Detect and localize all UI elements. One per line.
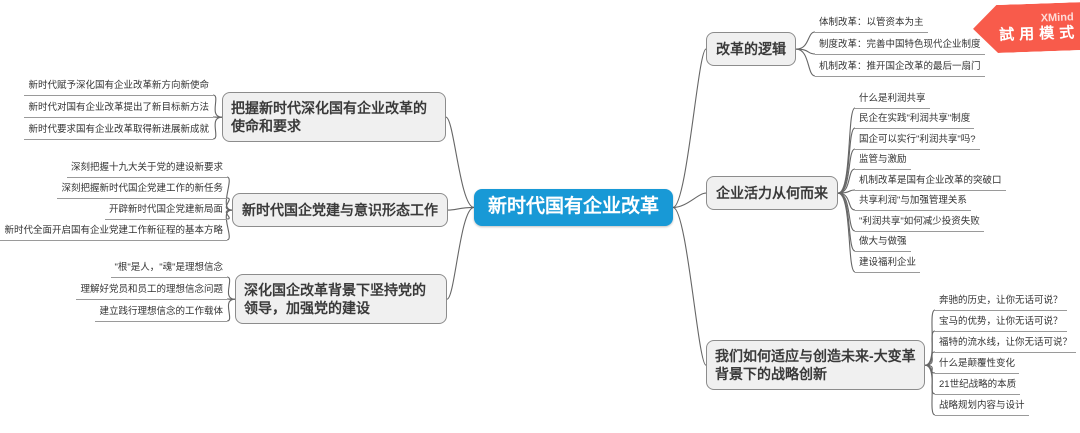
right-branch-1-item-2[interactable]: 制度改革：完善中国特色现代企业制度 xyxy=(815,38,985,55)
right-branch-2-item-5[interactable]: 机制改革是国有企业改革的突破口 xyxy=(855,174,1006,191)
right-branch-2-item-7[interactable]: "利润共享"如何减少投资失败 xyxy=(855,215,984,232)
central-topic[interactable]: 新时代国有企业改革 xyxy=(474,189,674,226)
right-branch-2-item-9[interactable]: 建设福利企业 xyxy=(855,256,921,273)
right-branch-3-item-4[interactable]: 什么是颠覆性变化 xyxy=(935,357,1020,374)
right-branch-1[interactable]: 改革的逻辑 xyxy=(706,32,796,67)
left-branch-1-item-2[interactable]: 新时代对国有企业改革提出了新目标新方法 xyxy=(24,101,213,118)
left-branch-3-item-2[interactable]: 理解好党员和员工的理想信念问题 xyxy=(76,283,227,300)
left-branch-3-item-3[interactable]: 建立践行理想信念的工作载体 xyxy=(95,305,227,322)
right-branch-2[interactable]: 企业活力从何而来 xyxy=(706,176,838,211)
left-branch-2-item-1[interactable]: 深刻把握十九大关于党的建设新要求 xyxy=(66,161,227,178)
left-branch-2[interactable]: 新时代国企党建与意识形态工作 xyxy=(232,193,448,228)
right-branch-3-item-3[interactable]: 福特的流水线，让你无话可说？ xyxy=(935,336,1077,353)
left-branch-3[interactable]: 深化国企改革背景下坚持党的领导，加强党的建设 xyxy=(235,274,447,325)
right-branch-3-item-1[interactable]: 奔驰的历史，让你无话可说？ xyxy=(935,294,1067,311)
left-branch-1[interactable]: 把握新时代深化国有企业改革的使命和要求 xyxy=(222,92,446,143)
right-branch-2-item-1[interactable]: 什么是利润共享 xyxy=(855,92,930,109)
left-branch-2-item-4[interactable]: 新时代全面开启国有企业党建工作新征程的基本方略 xyxy=(0,224,227,241)
left-branch-2-item-2[interactable]: 深刻把握新时代国企党建工作的新任务 xyxy=(57,182,227,199)
right-branch-3-item-5[interactable]: 21世纪战略的本质 xyxy=(935,378,1021,395)
right-branch-2-item-8[interactable]: 做大与做强 xyxy=(855,235,911,252)
right-branch-3-item-6[interactable]: 战略规划内容与设计 xyxy=(935,399,1029,416)
right-branch-3-item-2[interactable]: 宝马的优势，让你无话可说？ xyxy=(935,315,1067,332)
right-branch-1-item-3[interactable]: 机制改革：推开国企改革的最后一扇门 xyxy=(815,60,985,77)
left-branch-1-item-1[interactable]: 新时代赋予深化国有企业改革新方向新使命 xyxy=(24,79,213,96)
left-branch-2-item-3[interactable]: 开辟新时代国企党建新局面 xyxy=(104,203,227,220)
right-branch-2-item-3[interactable]: 国企可以实行"利润共享"吗? xyxy=(855,133,980,150)
right-branch-3[interactable]: 我们如何适应与创造未来-大变革背景下的战略创新 xyxy=(706,340,925,391)
left-branch-1-item-3[interactable]: 新时代要求国有企业改革取得新进展新成就 xyxy=(24,123,213,140)
trial-mode-label: 試用模式 xyxy=(998,23,1080,44)
right-branch-2-item-4[interactable]: 监管与激励 xyxy=(855,153,911,170)
right-branch-2-item-6[interactable]: 共享利润"与加强管理关系 xyxy=(855,194,971,211)
right-branch-1-item-1[interactable]: 体制改革：以管资本为主 xyxy=(815,16,928,33)
right-branch-2-item-2[interactable]: 民企在实践"利润共享"制度 xyxy=(855,112,975,129)
left-branch-3-item-1[interactable]: "根"是人，"魂"是理想信念 xyxy=(110,261,227,278)
